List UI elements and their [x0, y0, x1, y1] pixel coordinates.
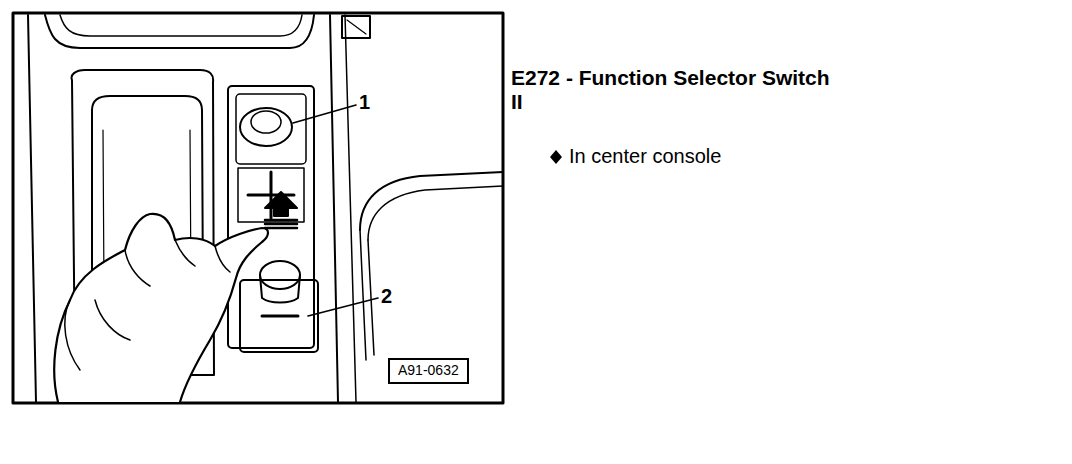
vent: [347, 20, 366, 34]
console-top: [45, 15, 314, 48]
hand: [54, 214, 268, 402]
seat: [368, 186, 503, 240]
selector-knob: [251, 111, 281, 133]
hand: [95, 240, 230, 340]
figure-id-box: A91-0632: [388, 358, 469, 384]
cup-holder: [240, 280, 318, 352]
switch-panel: [238, 168, 304, 222]
selector-knob: [240, 108, 292, 146]
callout-number: 1: [359, 91, 370, 114]
switch-panel: [236, 94, 306, 164]
figure-frame: [13, 13, 503, 403]
arrow-symbol: [265, 192, 297, 216]
bullet-symbol: [550, 150, 562, 164]
heading: E272 - Function Selector Switch II: [511, 66, 841, 114]
leader-line: [293, 105, 356, 123]
hand: [65, 300, 80, 370]
leader-line: [308, 298, 378, 316]
lower-knob: [260, 275, 300, 303]
seat: [360, 172, 503, 230]
callout-number: 2: [381, 285, 392, 308]
note-text: In center console: [569, 145, 721, 168]
lower-knob: [260, 261, 300, 289]
console-edge: [345, 15, 356, 402]
console-edge: [28, 15, 36, 402]
seat: [360, 230, 374, 360]
console-top: [60, 15, 302, 36]
figure-id: A91-0632: [398, 363, 459, 378]
lower-knob: [262, 315, 298, 318]
arrow-symbol: [265, 220, 297, 228]
vent: [342, 16, 370, 38]
console-edge: [330, 15, 338, 402]
